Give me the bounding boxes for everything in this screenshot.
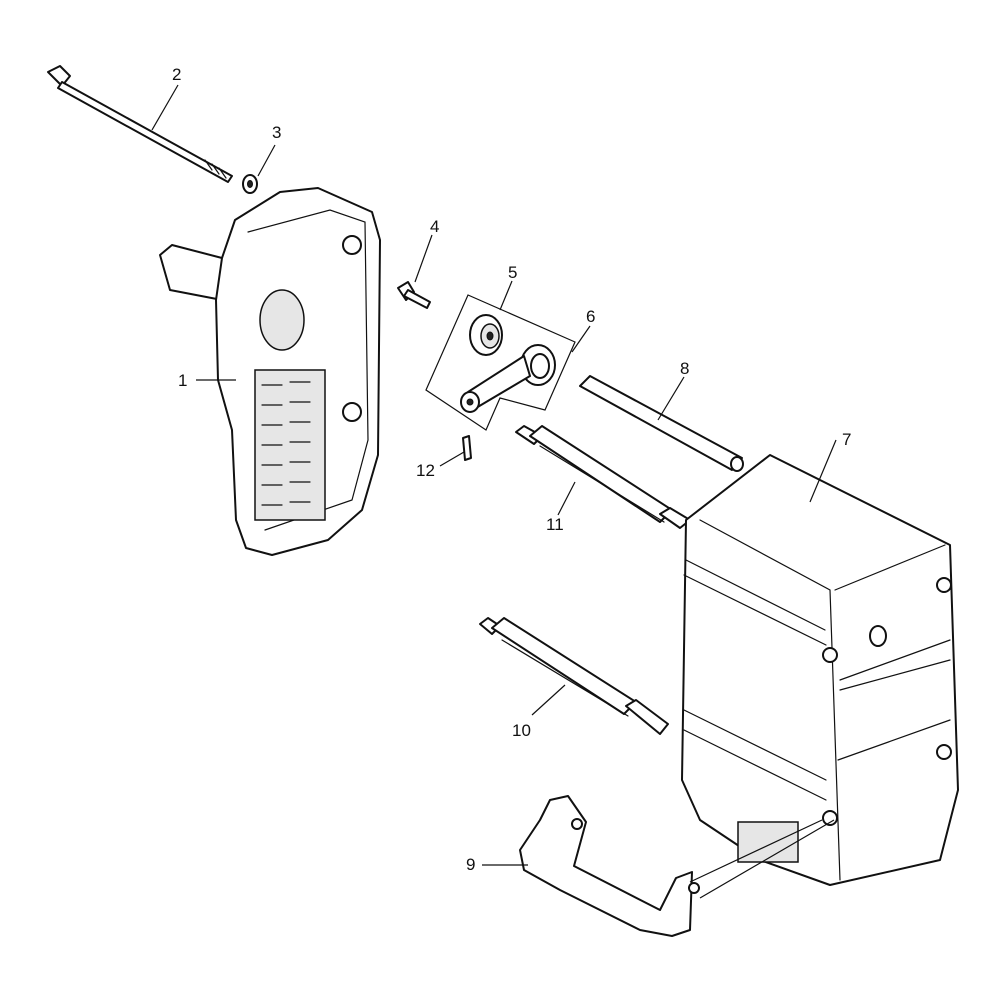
callout-5: 5 — [508, 263, 517, 282]
part-5-bearing — [469, 314, 503, 356]
callout-9: 9 — [466, 855, 475, 874]
part-1-end-cover — [159, 187, 381, 556]
callout-8: 8 — [680, 359, 689, 378]
callout-7: 7 — [842, 430, 851, 449]
leader-lines — [151, 84, 837, 899]
callout-12: 12 — [416, 461, 435, 480]
callout-10: 10 — [512, 721, 531, 740]
callout-2: 2 — [172, 65, 181, 84]
part-12-pin — [462, 435, 472, 461]
callout-6: 6 — [586, 307, 595, 326]
part-9-handle — [519, 795, 700, 937]
callout-1: 1 — [178, 371, 187, 390]
part-2-long-bolt — [47, 65, 233, 183]
part-8-rod — [579, 375, 744, 472]
part-4-screw — [397, 281, 431, 309]
part-7-main-housing — [681, 454, 959, 886]
part-6-connecting-rod — [460, 344, 556, 413]
part-3-washer — [242, 174, 258, 194]
part-10-guide-shaft — [479, 617, 669, 735]
callout-4: 4 — [430, 217, 439, 236]
callout-labels: 1 2 3 4 5 6 7 8 9 10 11 12 — [172, 65, 851, 874]
sub-assembly-box — [425, 294, 576, 431]
callout-3: 3 — [272, 123, 281, 142]
part-11-guide-shaft — [515, 425, 691, 529]
callout-11: 11 — [546, 515, 564, 534]
